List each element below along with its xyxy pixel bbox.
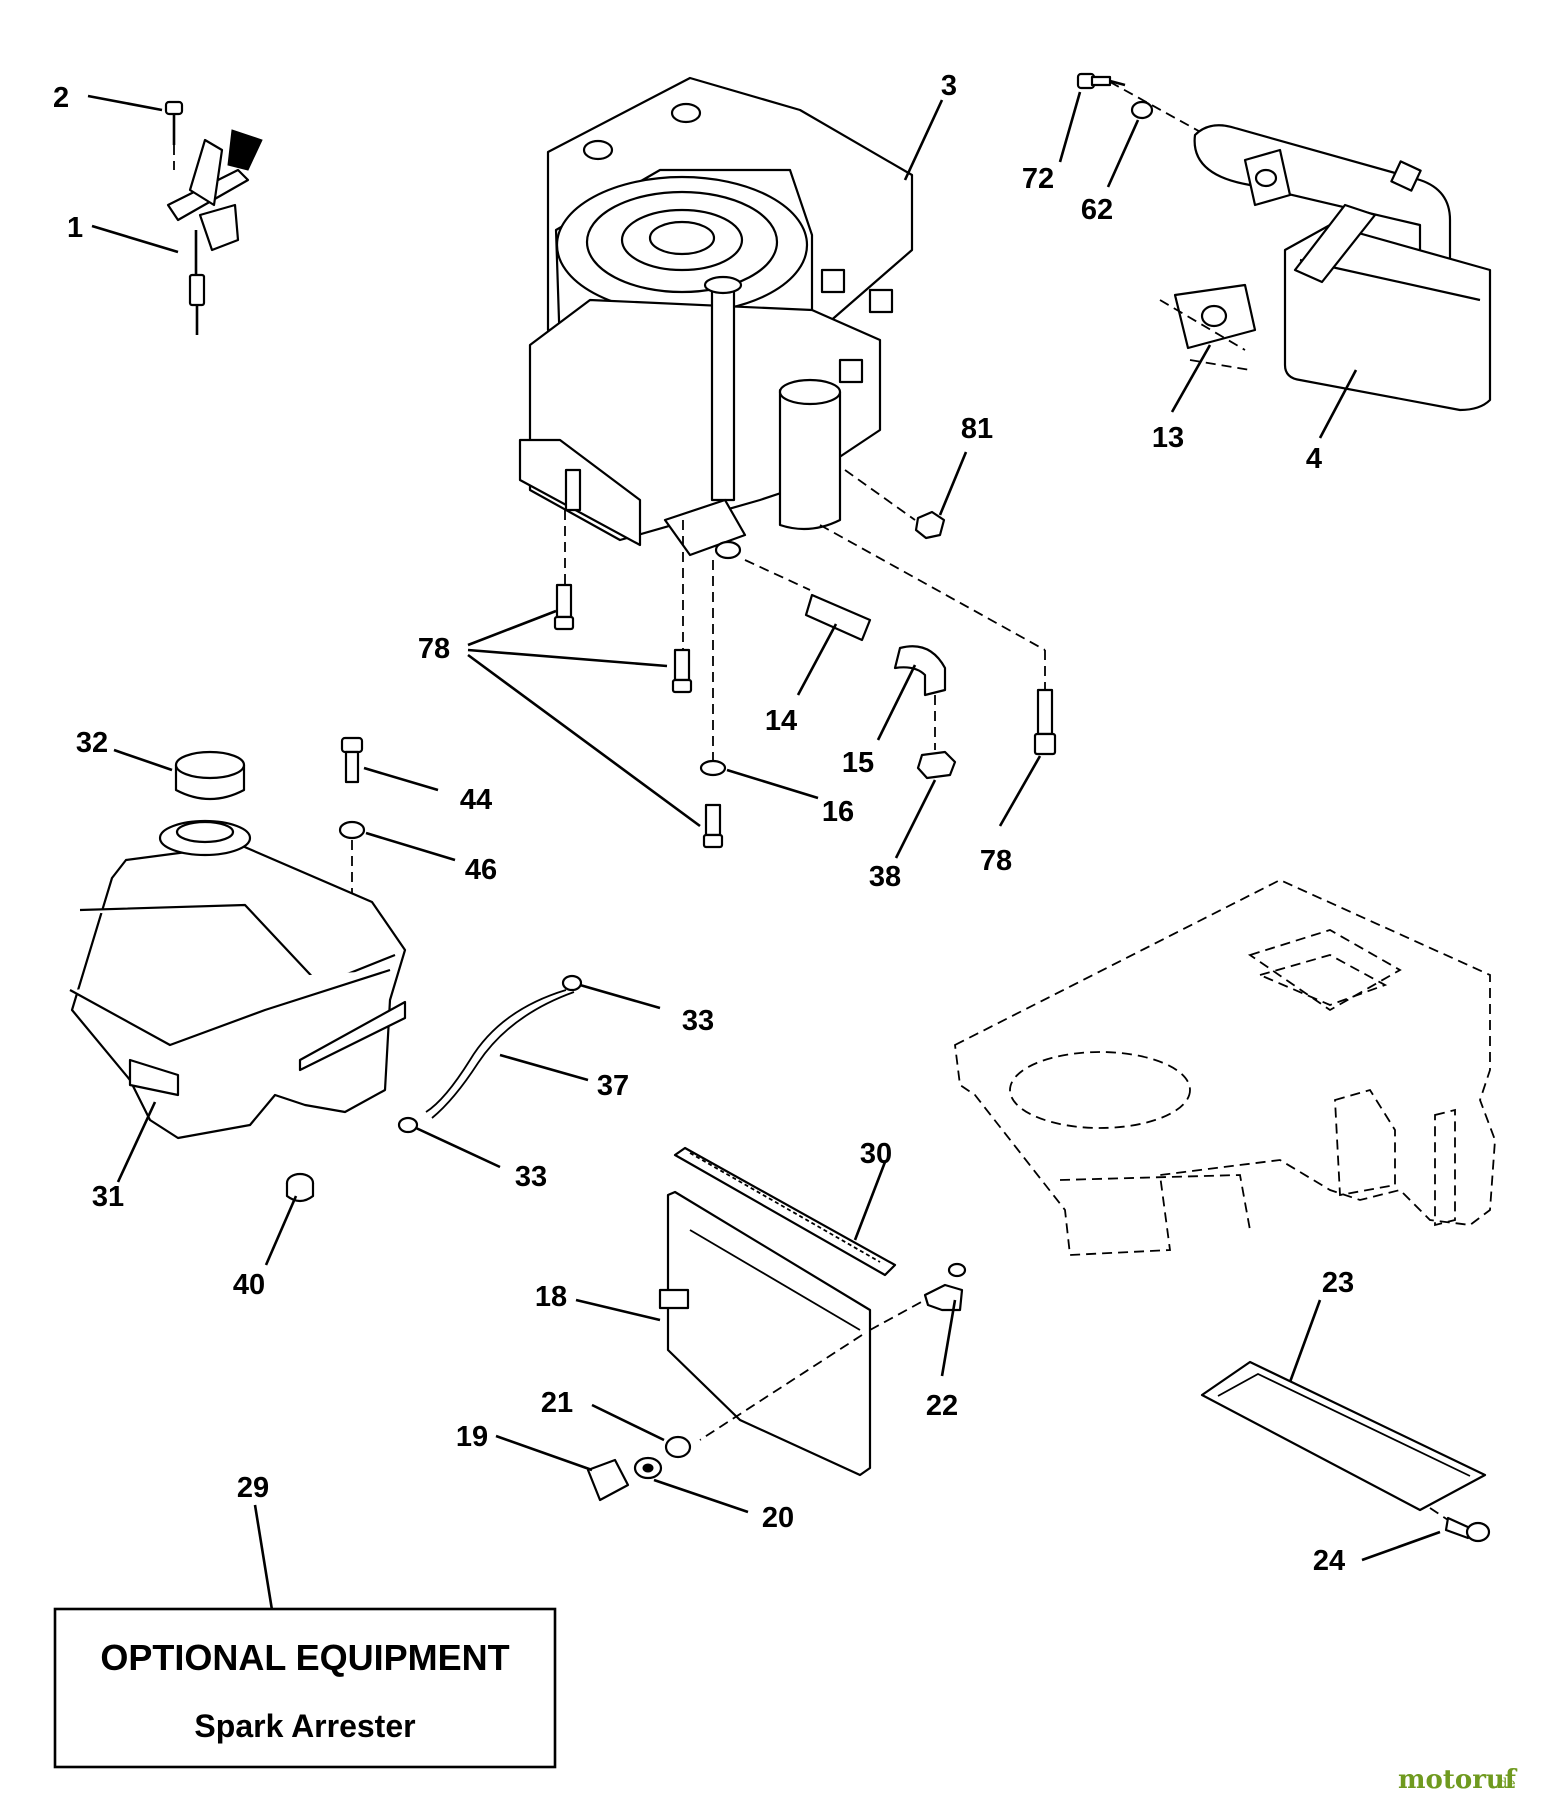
nipple-part bbox=[744, 559, 872, 642]
washer-part bbox=[699, 560, 727, 849]
callout-78-right: 78 bbox=[980, 845, 1012, 877]
elbow-part bbox=[893, 645, 947, 750]
watermark-tld: .de bbox=[1494, 1776, 1516, 1792]
cover-bolt-part bbox=[1429, 1507, 1491, 1543]
fuel-tank-part bbox=[69, 819, 407, 1140]
callout-33-bottom: 33 bbox=[515, 1161, 547, 1193]
callout-30: 30 bbox=[860, 1138, 892, 1170]
seal-strip-part bbox=[673, 1146, 897, 1277]
callout-46: 46 bbox=[465, 854, 497, 886]
callout-44: 44 bbox=[460, 784, 492, 816]
fuel-cap-part bbox=[174, 750, 246, 800]
callout-20: 20 bbox=[762, 1502, 794, 1534]
callout-62: 62 bbox=[1081, 194, 1113, 226]
flat-washer-part bbox=[664, 1435, 692, 1459]
callout-13: 13 bbox=[1152, 422, 1184, 454]
drain-cap-part bbox=[916, 750, 957, 780]
throttle-control-part bbox=[164, 100, 263, 335]
engine-bolt-part bbox=[553, 510, 575, 631]
leader-lines bbox=[87, 91, 1441, 1611]
callout-2: 2 bbox=[53, 82, 69, 114]
frame-outline bbox=[954, 879, 1496, 1256]
cage-nut-part bbox=[586, 1458, 630, 1502]
callout-31: 31 bbox=[92, 1181, 124, 1213]
wing-screw-part bbox=[869, 1262, 967, 1331]
exhaust-bolt-part bbox=[1076, 72, 1126, 90]
callout-33-top: 33 bbox=[682, 1005, 714, 1037]
optional-equipment-box: OPTIONAL EQUIPMENT Spark Arrester bbox=[53, 1607, 557, 1769]
callout-3: 3 bbox=[941, 70, 957, 102]
callout-23: 23 bbox=[1322, 1267, 1354, 1299]
callout-4: 4 bbox=[1306, 443, 1322, 475]
fuel-line-part bbox=[425, 989, 575, 1119]
heat-shield-part bbox=[658, 1190, 872, 1477]
engine-part bbox=[518, 76, 914, 560]
hose-clamp-part bbox=[561, 974, 583, 992]
callout-81: 81 bbox=[961, 413, 993, 445]
callout-1: 1 bbox=[67, 212, 83, 244]
push-nut-part bbox=[633, 1456, 663, 1480]
tank-screw-part bbox=[340, 736, 364, 784]
muffler-part bbox=[1193, 124, 1492, 412]
callout-18: 18 bbox=[535, 1281, 567, 1313]
exhaust-gasket-part bbox=[1159, 283, 1257, 371]
cover-plate-part bbox=[1200, 1360, 1487, 1512]
motoruf-watermark: motoruf .de bbox=[1398, 1765, 1518, 1795]
callout-19: 19 bbox=[456, 1421, 488, 1453]
callout-16: 16 bbox=[822, 796, 854, 828]
lock-washer-part bbox=[1130, 100, 1154, 120]
callout-22: 22 bbox=[926, 1390, 958, 1422]
callout-29: 29 bbox=[237, 1472, 269, 1504]
watermark-name: motoruf bbox=[1398, 1765, 1518, 1795]
grommet-part bbox=[285, 1172, 315, 1203]
callout-40: 40 bbox=[233, 1269, 265, 1301]
spark-arrester-label: Spark Arrester bbox=[194, 1708, 415, 1744]
engine-bolt-part bbox=[819, 524, 1057, 756]
callout-14: 14 bbox=[765, 705, 797, 737]
callout-78-left: 78 bbox=[418, 633, 450, 665]
callout-21: 21 bbox=[541, 1387, 573, 1419]
callout-72: 72 bbox=[1022, 163, 1054, 195]
callout-37: 37 bbox=[597, 1070, 629, 1102]
hose-clamp-part bbox=[397, 1116, 419, 1134]
optional-equipment-title: OPTIONAL EQUIPMENT bbox=[100, 1637, 509, 1678]
engine-bolt-part bbox=[671, 520, 693, 694]
callout-24: 24 bbox=[1313, 1545, 1345, 1577]
callout-38: 38 bbox=[869, 861, 901, 893]
callout-labels: 2 1 3 72 62 13 4 81 78 14 15 16 38 78 32… bbox=[53, 70, 1354, 1577]
callout-32: 32 bbox=[76, 727, 108, 759]
callout-15: 15 bbox=[842, 747, 874, 779]
nut-part bbox=[914, 510, 946, 540]
